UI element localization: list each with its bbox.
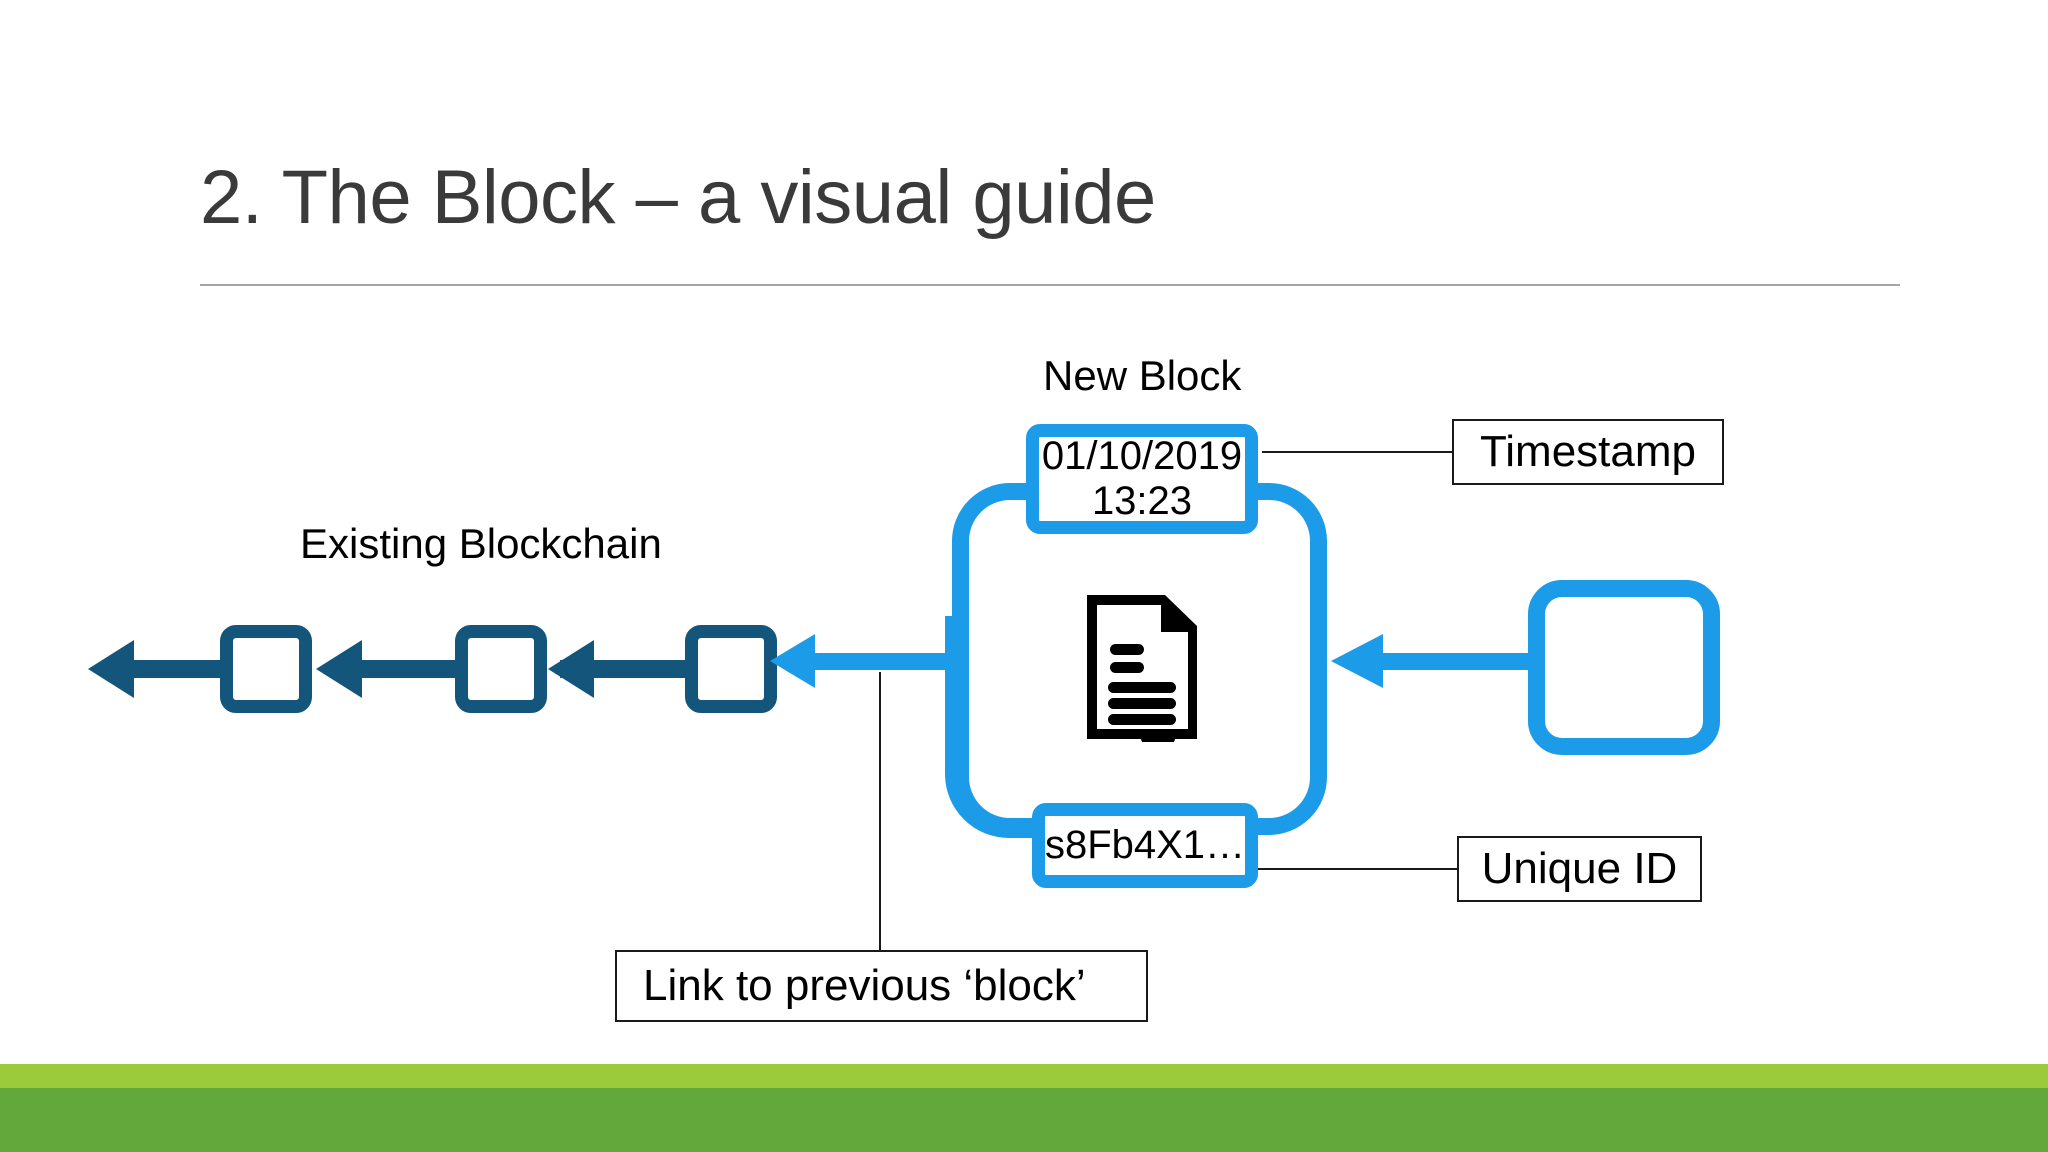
hash-value: s8Fb4X1… bbox=[1044, 823, 1246, 868]
page-title: 2. The Block – a visual guide bbox=[200, 155, 1156, 240]
chain-arrow-shaft-1 bbox=[330, 660, 475, 678]
title-block: 2. The Block – a visual guide bbox=[200, 160, 1900, 290]
document-icon bbox=[1087, 595, 1197, 742]
next-block-placeholder[interactable] bbox=[1528, 580, 1720, 755]
timestamp-time: 13:23 bbox=[1091, 479, 1193, 523]
new-block-hash-field[interactable]: s8Fb4X1… bbox=[1032, 803, 1258, 888]
chain-block-2[interactable] bbox=[455, 625, 547, 713]
chain-block-3[interactable] bbox=[685, 625, 777, 713]
chain-arrow-shaft-outgoing bbox=[124, 660, 234, 678]
chain-arrow-head-1 bbox=[316, 640, 362, 698]
callout-unique-id[interactable]: Unique ID bbox=[1457, 836, 1702, 902]
chain-arrow-head-outgoing bbox=[88, 640, 134, 698]
callout-timestamp[interactable]: Timestamp bbox=[1452, 419, 1724, 485]
leader-line-link-previous bbox=[879, 672, 881, 952]
next-block-arrow-head-icon bbox=[1331, 634, 1383, 688]
leader-line-timestamp bbox=[1262, 451, 1454, 453]
new-block-label: New Block bbox=[1043, 352, 1242, 399]
title-divider bbox=[200, 284, 1900, 286]
new-block-timestamp-field[interactable]: 01/10/2019 13:23 bbox=[1026, 424, 1258, 534]
next-block-arrow-shaft bbox=[1383, 653, 1535, 670]
footer-band-dark bbox=[0, 1088, 2048, 1152]
footer-band-light bbox=[0, 1064, 2048, 1088]
leader-line-unique-id bbox=[1252, 868, 1459, 870]
chain-arrow-head-2 bbox=[548, 640, 594, 698]
timestamp-date: 01/10/2019 bbox=[1041, 434, 1243, 479]
callout-link-previous[interactable]: Link to previous ‘block’ bbox=[615, 950, 1148, 1022]
chain-arrow-shaft-2 bbox=[560, 660, 702, 678]
link-arrow-head-icon bbox=[770, 634, 815, 688]
existing-blockchain-label: Existing Blockchain bbox=[300, 520, 662, 567]
chain-block-1[interactable] bbox=[220, 625, 312, 713]
link-arrow-shaft bbox=[810, 653, 955, 670]
